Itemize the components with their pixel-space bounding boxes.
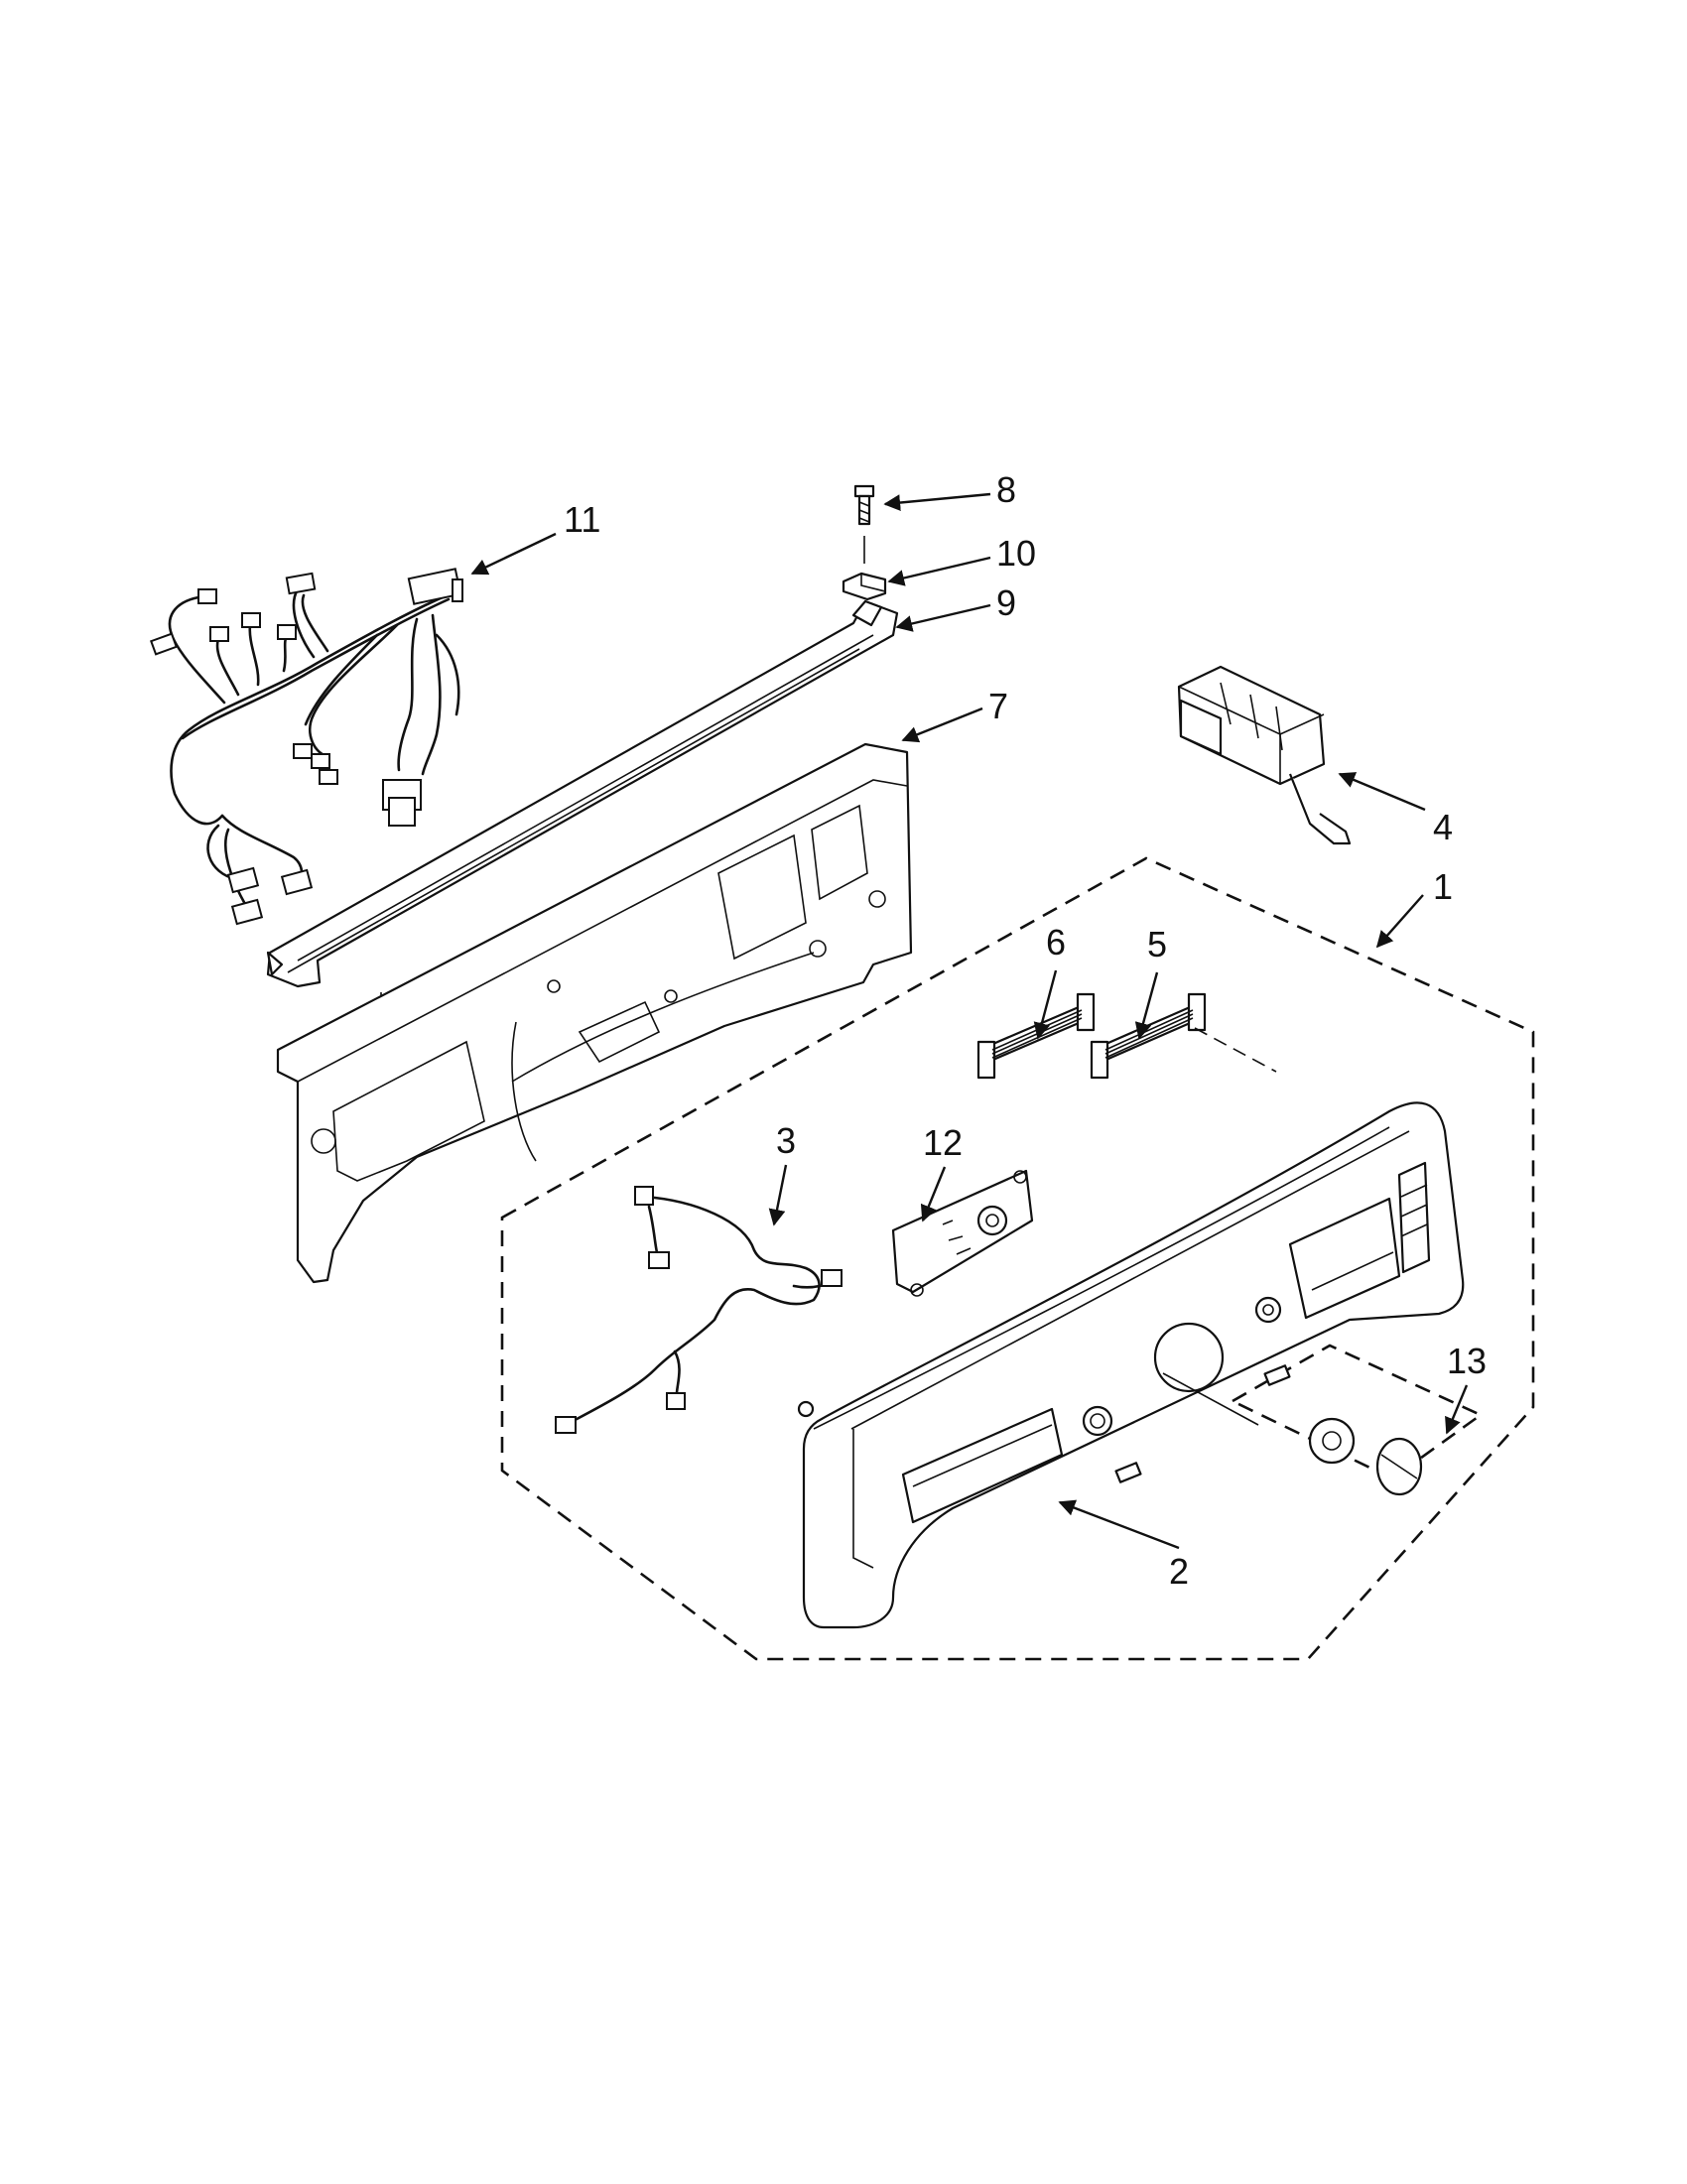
callout-4: 4 bbox=[1433, 807, 1453, 847]
wire-harness-part bbox=[149, 568, 463, 926]
callout-2: 2 bbox=[1169, 1551, 1189, 1592]
top-rail-part bbox=[266, 599, 899, 1082]
circuit-board-part bbox=[891, 1169, 1034, 1297]
callout-9: 9 bbox=[996, 582, 1016, 623]
control-module-part bbox=[1177, 665, 1352, 845]
ribbon-cable-6-part bbox=[976, 992, 1096, 1080]
callout-11: 11 bbox=[564, 499, 600, 540]
console-backing-panel-part bbox=[276, 742, 913, 1284]
assembly-boundary bbox=[500, 856, 1535, 1661]
callout-12: 12 bbox=[923, 1122, 963, 1163]
screw-part bbox=[853, 484, 875, 564]
wire-harness-small-part bbox=[555, 1186, 843, 1434]
callout-7: 7 bbox=[988, 686, 1008, 726]
callout-13: 13 bbox=[1447, 1341, 1487, 1381]
callout-6: 6 bbox=[1046, 922, 1066, 963]
callout-8: 8 bbox=[996, 469, 1016, 510]
ribbon-cable-5-part bbox=[1090, 992, 1277, 1080]
callout-10: 10 bbox=[996, 533, 1036, 574]
console-front-panel-part bbox=[797, 1101, 1465, 1629]
callout-5: 5 bbox=[1147, 924, 1167, 964]
clip-part bbox=[842, 572, 887, 601]
knob-assembly-boundary bbox=[1230, 1344, 1484, 1480]
callout-3: 3 bbox=[776, 1120, 796, 1161]
knob-part bbox=[1308, 1417, 1423, 1496]
leader-arrows bbox=[470, 492, 1469, 1550]
callout-labels: 11 8 10 9 7 4 1 6 5 3 12 13 2 bbox=[564, 469, 1487, 1592]
callout-1: 1 bbox=[1433, 866, 1453, 907]
